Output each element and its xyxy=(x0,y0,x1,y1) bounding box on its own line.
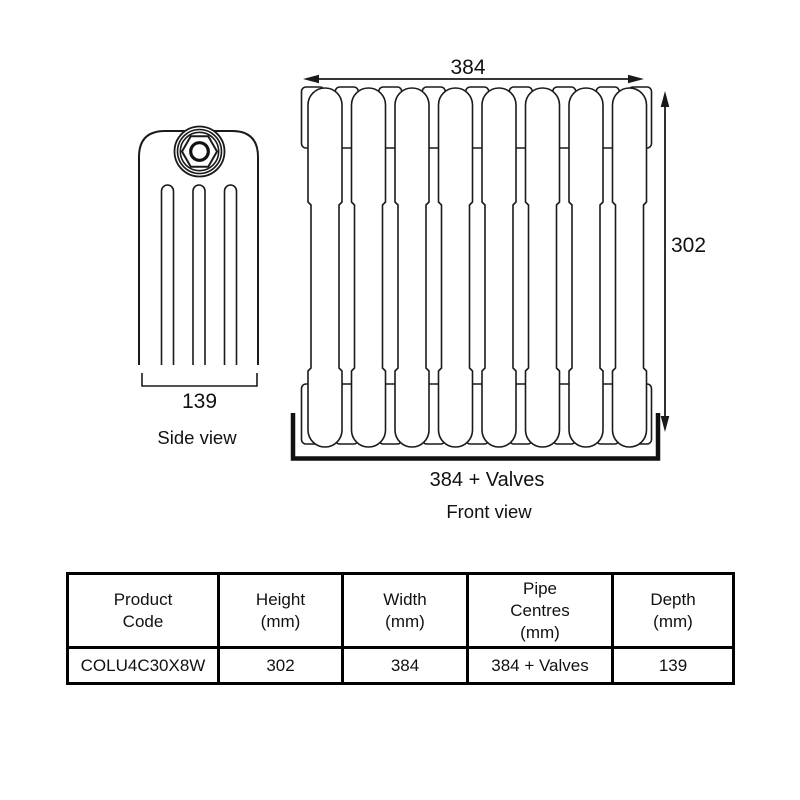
cell-depth: 139 xyxy=(611,646,735,685)
header-line: (mm) xyxy=(653,611,693,631)
col-header-product-code: Product Code xyxy=(66,572,220,649)
technical-drawing: 139 Side view 384 302 xyxy=(138,56,706,522)
header-line: (mm) xyxy=(385,611,425,631)
cell-product-code: COLU4C30X8W xyxy=(66,646,220,685)
front-view-drawing: 384 302 384 + Valves Front view xyxy=(290,56,706,522)
height-dimension-label: 302 xyxy=(671,234,706,257)
bung-center-hole xyxy=(189,141,210,162)
header-line: Width xyxy=(383,589,427,609)
bung-ring-outer xyxy=(173,125,226,178)
height-dimension: 302 xyxy=(660,91,706,432)
pipe-centres-label: 384 + Valves xyxy=(430,469,545,491)
side-view-slot xyxy=(192,184,206,365)
cell-height: 302 xyxy=(217,646,344,685)
header-line: (mm) xyxy=(520,622,560,642)
col-header-depth: Depth (mm) xyxy=(611,572,735,649)
table-row: COLU4C30X8W 302 384 384 + Valves 139 xyxy=(66,646,735,685)
header-line: Centres xyxy=(510,600,570,620)
side-view-drawing: 139 Side view xyxy=(138,125,259,448)
arrowhead-up-icon xyxy=(660,91,670,107)
front-view-caption: Front view xyxy=(446,501,532,522)
header-line: (mm) xyxy=(260,611,301,631)
spec-table: Product Code Height (mm) Width (mm) Pipe… xyxy=(66,572,735,685)
depth-dimension-label: 139 xyxy=(182,390,217,413)
front-column xyxy=(568,87,604,448)
header-line: Depth xyxy=(650,589,696,609)
col-header-height: Height (mm) xyxy=(217,572,344,649)
front-column xyxy=(307,87,343,448)
side-view-slot xyxy=(160,184,175,365)
front-column xyxy=(524,87,561,448)
side-view-caption: Side view xyxy=(157,427,237,448)
side-view-slot xyxy=(223,184,238,365)
front-columns-group xyxy=(307,87,648,448)
col-header-width: Width (mm) xyxy=(341,572,469,649)
front-column xyxy=(481,87,517,448)
col-header-pipe-centres: Pipe Centres (mm) xyxy=(466,572,614,649)
bung-plug-icon xyxy=(173,125,226,178)
header-line: Pipe xyxy=(522,578,558,598)
width-dimension: 384 xyxy=(303,56,644,84)
arrowhead-left-icon xyxy=(303,74,319,84)
front-column xyxy=(611,87,648,448)
header-line: Product xyxy=(113,589,173,609)
header-line: Height xyxy=(255,589,306,609)
spec-table-header-row: Product Code Height (mm) Width (mm) Pipe… xyxy=(66,572,735,649)
arrowhead-right-icon xyxy=(628,74,644,84)
depth-dimension-bracket xyxy=(141,373,258,387)
front-column xyxy=(350,87,387,448)
cell-pipe-centres: 384 + Valves xyxy=(466,646,614,685)
arrowhead-down-icon xyxy=(660,416,670,432)
pipe-centres-bracket xyxy=(290,413,661,461)
bung-ring-middle xyxy=(176,128,223,175)
front-column xyxy=(394,87,430,448)
front-column xyxy=(437,87,474,448)
cell-width: 384 xyxy=(341,646,469,685)
bung-hex-nut xyxy=(180,135,219,168)
header-line: Code xyxy=(122,611,164,631)
width-dimension-label: 384 xyxy=(450,56,485,79)
bung-ring-inner xyxy=(179,131,220,172)
